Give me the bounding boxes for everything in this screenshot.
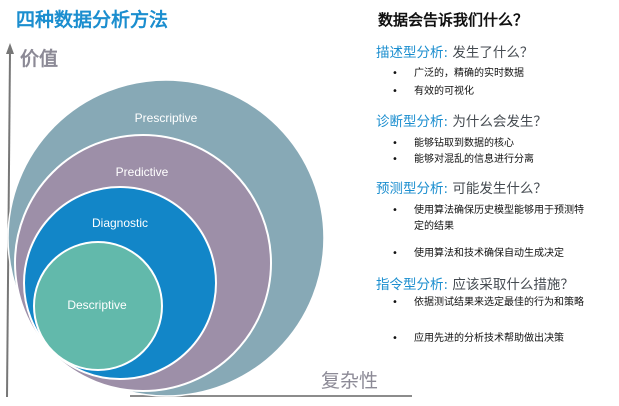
bullet-icon: • <box>392 333 398 344</box>
section-question: 可能发生什么？ <box>452 181 547 197</box>
x-axis-label: 复杂性 <box>321 370 379 392</box>
label-predictive: Predictive <box>115 165 169 179</box>
bullet-icon: • <box>392 297 398 308</box>
circle-descriptive <box>33 241 163 371</box>
bullet-icon: • <box>392 154 398 165</box>
bullet-icon: • <box>392 68 398 79</box>
panel-heading: 数据会告诉我们什么？ <box>378 11 529 29</box>
bullet-icon: • <box>392 205 398 216</box>
section-title-descriptive: 描述型分析: 发生了什么？ <box>376 41 533 61</box>
label-prescriptive: Prescriptive <box>134 111 198 125</box>
section-question: 应该采取什么措施？ <box>452 277 574 293</box>
label-diagnostic: Diagnostic <box>91 216 149 230</box>
page-title: 四种数据分析方法 <box>16 9 169 31</box>
section-type: 指令型分析: <box>376 277 453 293</box>
section-type: 诊断型分析: <box>376 114 453 130</box>
y-axis-label: 价值 <box>20 48 59 70</box>
bullet-icon: • <box>392 86 398 97</box>
section-title-predictive: 预测型分析: 可能发生什么？ <box>376 177 547 197</box>
section-title-diagnostic: 诊断型分析: 为什么会发生？ <box>376 110 547 130</box>
section-question: 发生了什么？ <box>452 45 534 61</box>
section-type: 描述型分析: <box>376 45 453 61</box>
bullet-icon: • <box>392 138 398 149</box>
section-title-prescriptive: 指令型分析: 应该采取什么措施？ <box>376 273 574 293</box>
section-question: 为什么会发生？ <box>452 114 547 130</box>
label-descriptive: Descriptive <box>67 298 127 312</box>
section-type: 预测型分析: <box>376 181 453 197</box>
bullet-icon: • <box>392 248 398 259</box>
